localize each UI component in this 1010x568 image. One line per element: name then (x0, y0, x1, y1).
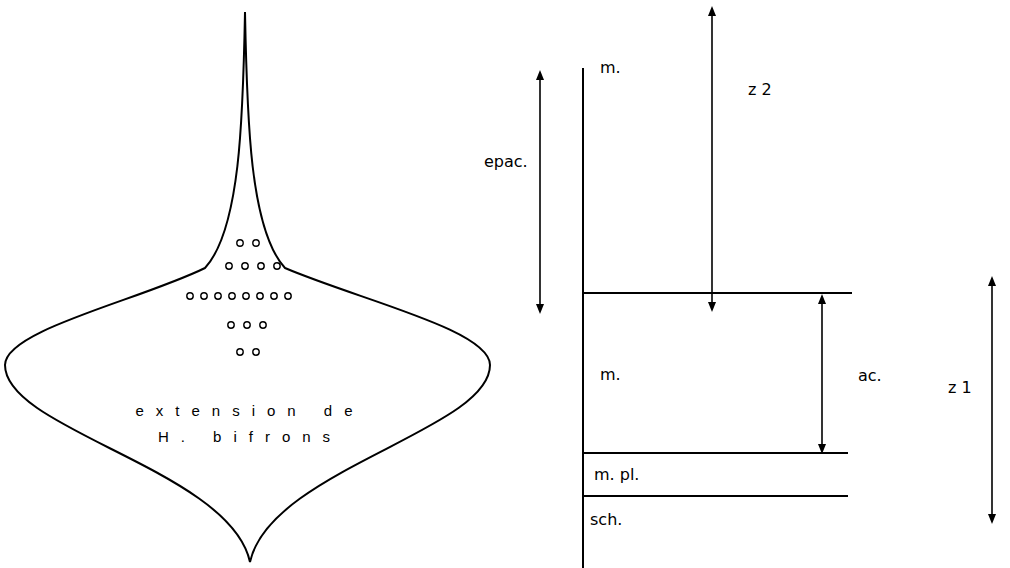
arrowhead (988, 514, 996, 524)
occurrence-dot (274, 263, 280, 269)
occurrence-dot (258, 263, 264, 269)
occurrence-dot (237, 240, 243, 246)
column-label: m. pl. (594, 465, 639, 484)
bed-boundary (583, 292, 852, 294)
arrowhead (536, 304, 544, 314)
bed-boundary (583, 452, 848, 454)
arrowhead (988, 276, 996, 286)
occurrence-dot (242, 263, 248, 269)
bed-boundary (583, 495, 848, 497)
arrowhead (708, 6, 716, 16)
arrowhead (536, 70, 544, 80)
range-arrow (539, 76, 541, 308)
occurrence-dot (243, 293, 249, 299)
occurrence-dot (244, 322, 250, 328)
occurrence-dot (228, 322, 234, 328)
occurrence-dot (187, 293, 193, 299)
column-label: z 1 (948, 378, 972, 397)
column-label: epac. (484, 152, 528, 171)
arrowhead (818, 294, 826, 304)
range-arrow (991, 282, 993, 518)
column-label: m. (600, 58, 621, 77)
occurrence-dot (285, 293, 291, 299)
column-label: z 2 (748, 80, 772, 99)
occurrence-dot (257, 293, 263, 299)
range-arrow (711, 12, 713, 306)
range-arrow (821, 300, 823, 448)
range-node: extension de H. bifrons (0, 0, 500, 568)
range-caption: extension de H. bifrons (115, 398, 385, 450)
occurrence-dot (271, 293, 277, 299)
occurrence-dot (229, 293, 235, 299)
range-spindle (0, 0, 500, 568)
occurrence-dot (253, 240, 259, 246)
occurrence-dot (201, 293, 207, 299)
occurrence-dot (260, 322, 266, 328)
spindle-outline (5, 12, 490, 562)
column-axis (582, 68, 584, 568)
column-label: m. (600, 365, 621, 384)
occurrence-dot (226, 263, 232, 269)
arrowhead (818, 444, 826, 454)
column-label: ac. (858, 366, 882, 385)
occurrence-dot (215, 293, 221, 299)
arrowhead (708, 302, 716, 312)
column-label: sch. (590, 510, 622, 529)
occurrence-dot (237, 349, 243, 355)
occurrence-dot (253, 349, 259, 355)
